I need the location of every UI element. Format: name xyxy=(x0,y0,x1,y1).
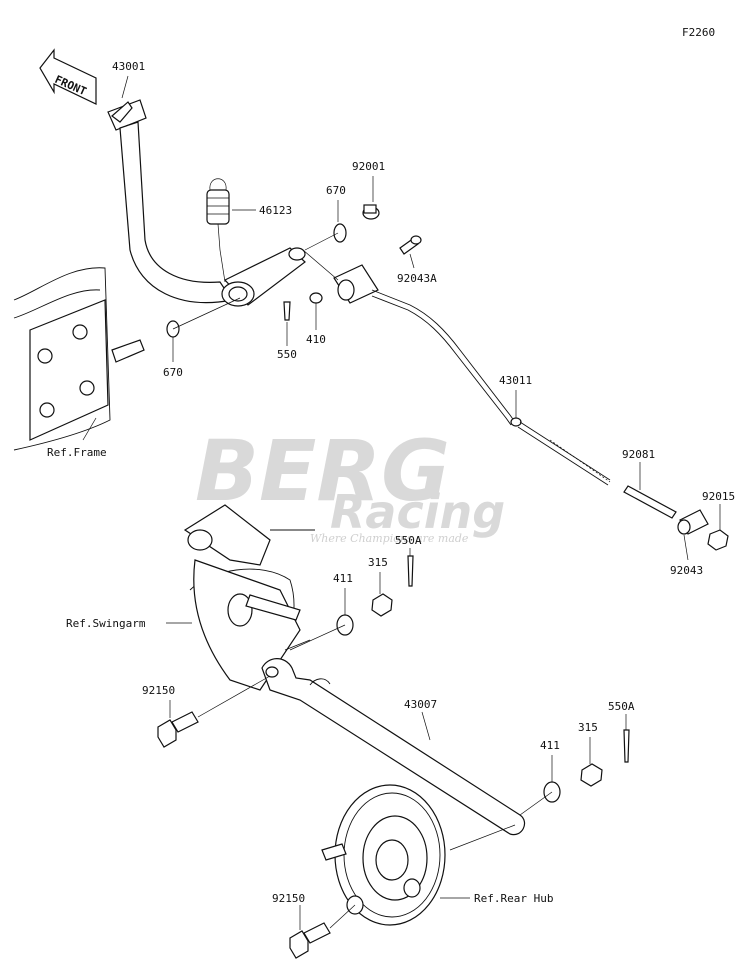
label-43011[interactable]: 43011 xyxy=(499,374,532,387)
spring-46123 xyxy=(206,178,230,283)
label-92001[interactable]: 92001 xyxy=(352,160,385,173)
pin-92043a xyxy=(399,235,422,255)
label-670-upper[interactable]: 670 xyxy=(326,184,346,197)
label-550a-upper[interactable]: 550A xyxy=(395,534,422,547)
leader-lines xyxy=(82,75,721,930)
label-670-lower[interactable]: 670 xyxy=(163,366,183,379)
spring-92081 xyxy=(623,485,677,519)
label-92043[interactable]: 92043 xyxy=(670,564,703,577)
label-92150-lower[interactable]: 92150 xyxy=(272,892,305,905)
cotter-pin-550 xyxy=(283,301,291,321)
bolt-92150-upper xyxy=(157,711,199,748)
label-550a-lower[interactable]: 550A xyxy=(608,700,635,713)
nut-315-lower xyxy=(580,763,603,787)
label-46123[interactable]: 46123 xyxy=(259,204,292,217)
frame-part xyxy=(13,267,145,451)
watermark-brand: BERG xyxy=(195,422,450,520)
brake-pedal-43001 xyxy=(107,99,306,307)
rear-hub-part xyxy=(321,784,446,926)
label-410[interactable]: 410 xyxy=(306,333,326,346)
front-arrow-icon: FRONT xyxy=(39,48,97,105)
brake-rod-43011 xyxy=(333,264,611,486)
label-ref-rear-hub[interactable]: Ref.Rear Hub xyxy=(474,892,553,905)
label-92043a[interactable]: 92043A xyxy=(397,272,437,285)
label-411-upper[interactable]: 411 xyxy=(333,572,353,585)
watermark: BERG Racing Where Champions are made xyxy=(195,422,505,545)
o-ring-670-upper xyxy=(333,223,347,243)
label-92081[interactable]: 92081 xyxy=(622,448,655,461)
bolt-92150-lower xyxy=(289,922,331,959)
label-315-upper[interactable]: 315 xyxy=(368,556,388,569)
label-ref-swingarm[interactable]: Ref.Swingarm xyxy=(66,617,146,630)
label-ref-frame[interactable]: Ref.Frame xyxy=(47,446,107,459)
part-labels: 43001 46123 670 92001 92043A 410 550 670… xyxy=(47,60,735,905)
label-550[interactable]: 550 xyxy=(277,348,297,361)
swingarm-part xyxy=(183,504,315,691)
label-92015[interactable]: 92015 xyxy=(702,490,735,503)
watermark-tagline: Where Champions are made xyxy=(310,532,469,545)
label-92150-upper[interactable]: 92150 xyxy=(142,684,175,697)
cotter-pin-550a-upper xyxy=(407,555,414,587)
washer-410 xyxy=(309,292,323,304)
nut-315-upper xyxy=(371,593,393,617)
label-315-lower[interactable]: 315 xyxy=(578,721,598,734)
label-43007[interactable]: 43007 xyxy=(404,698,437,711)
cotter-pin-550a-lower xyxy=(623,729,630,763)
pin-92001 xyxy=(362,204,380,220)
joint-92043 xyxy=(677,509,709,535)
label-43001[interactable]: 43001 xyxy=(112,60,145,73)
diagram-code: F2260 xyxy=(682,26,715,39)
nut-92015 xyxy=(707,529,729,551)
label-411-lower[interactable]: 411 xyxy=(540,739,560,752)
watermark-sub: Racing xyxy=(330,485,505,539)
